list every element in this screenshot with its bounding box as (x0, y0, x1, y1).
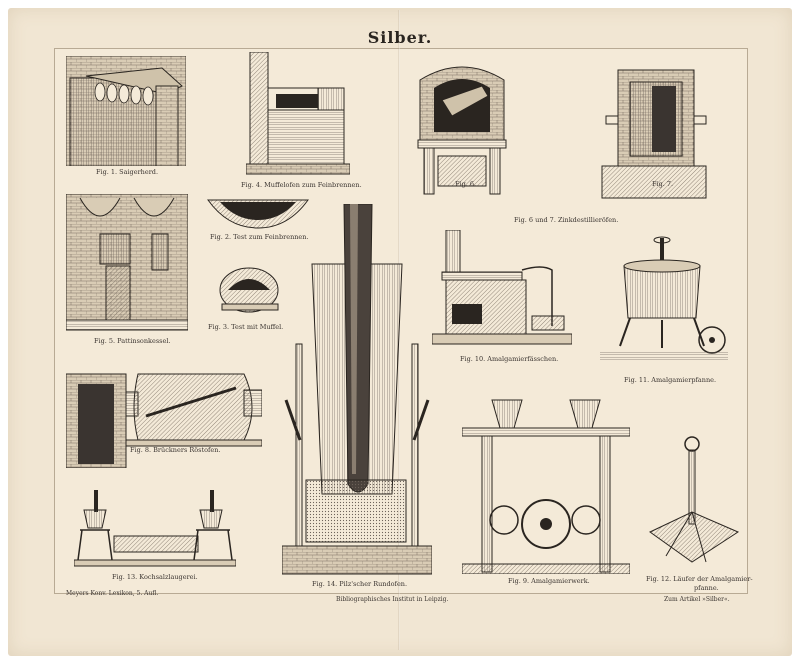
fig8-illustration (66, 368, 262, 468)
fig6-illustration (412, 60, 512, 200)
fig5-caption: Fig. 5. Pattinsonkessel. (94, 337, 171, 345)
fig9-caption: Fig. 9. Amalgamierwerk. (508, 577, 590, 585)
fig2-illustration (206, 198, 310, 232)
fig5-illustration (66, 194, 188, 332)
fig10-caption: Fig. 10. Amalgamierfässchen. (460, 355, 559, 363)
fig12-caption: Fig. 12. Läufer der Amalgamier- (646, 575, 753, 583)
fig11-illustration (600, 232, 728, 366)
page-title: Silber. (367, 28, 433, 47)
fig1-caption: Fig. 1. Saigerherd. (96, 168, 159, 176)
fig11-caption: Fig. 11. Amalgamierpfanne. (624, 376, 717, 384)
fig13-illustration (74, 486, 236, 568)
footer-publisher: Bibliographisches Institut in Leipzig. (336, 596, 449, 603)
fig8-caption: Fig. 8. Brückners Röstofen. (130, 446, 221, 454)
footer-publication: Meyers Konv. Lexikon, 5. Aufl. (66, 590, 159, 597)
fig12-illustration (646, 436, 742, 566)
fig14-illustration (282, 204, 432, 578)
fig7-illustration (598, 64, 708, 200)
fig9-illustration (462, 398, 630, 574)
fig67-caption: Fig. 6 und 7. Zinkdestillieröfen. (514, 216, 619, 224)
fig3-caption: Fig. 3. Test mit Muffel. (208, 323, 284, 331)
fig12-caption-cont: pfanne. (694, 584, 719, 592)
fig13-caption: Fig. 13. Kochsalzlaugerei. (112, 573, 198, 581)
fig3-illustration (218, 266, 280, 316)
fig1-illustration (66, 56, 186, 166)
footer-article-ref: Zum Artikel »Silber«. (664, 596, 730, 603)
fig10-illustration (432, 230, 572, 348)
fig2-caption: Fig. 2. Test zum Feinbrennen. (210, 233, 309, 241)
fig7-caption: Fig. 7. (652, 180, 674, 188)
fig4-illustration (246, 52, 350, 176)
fig6-caption: Fig. 6. (455, 180, 477, 188)
fig14-caption: Fig. 14. Pilz'scher Rundofen. (312, 580, 408, 588)
fig4-caption: Fig. 4. Muffelofen zum Feinbrennen. (241, 181, 362, 189)
